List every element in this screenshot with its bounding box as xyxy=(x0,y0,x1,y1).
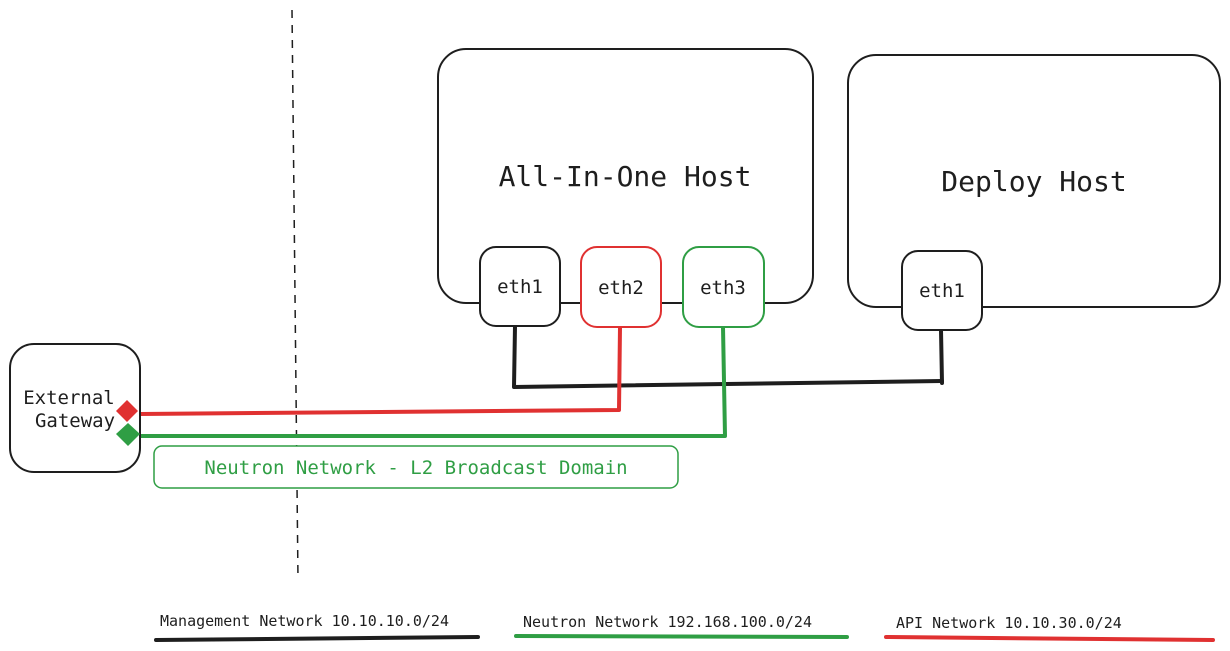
api-connector-diamond xyxy=(116,400,138,422)
aio-eth1-label: eth1 xyxy=(497,276,543,298)
all-in-one-host-title: All-In-One Host xyxy=(499,160,752,193)
deploy-host-box[interactable] xyxy=(847,54,1221,308)
legend-neutron-label: Neutron Network 192.168.100.0/24 xyxy=(523,613,812,631)
boundary-dashed-line xyxy=(291,9,299,581)
aio-eth1-port[interactable] xyxy=(479,246,561,327)
aio-eth2-port[interactable] xyxy=(580,246,662,328)
legend: Management Network 10.10.10.0/24 Neutron… xyxy=(154,612,1215,642)
legend-api-label: API Network 10.10.30.0/24 xyxy=(896,614,1122,632)
legend-neutron-line xyxy=(514,634,849,639)
deploy-eth1-port[interactable] xyxy=(901,250,983,331)
neutron-broadcast-domain-box xyxy=(153,445,679,489)
api-network-link xyxy=(138,325,622,416)
external-gateway-label-line1: External xyxy=(23,387,115,409)
aio-eth3-label: eth3 xyxy=(700,277,746,299)
legend-api-line xyxy=(884,635,1215,642)
management-network-links xyxy=(512,324,944,389)
neutron-network-link xyxy=(138,325,727,438)
aio-eth3-port[interactable] xyxy=(682,246,765,328)
external-gateway-label-line2: Gateway xyxy=(35,410,115,432)
deploy-host-title: Deploy Host xyxy=(941,165,1126,198)
aio-eth2-label: eth2 xyxy=(598,277,644,299)
legend-management-label: Management Network 10.10.10.0/24 xyxy=(160,612,449,630)
deploy-eth1-label: eth1 xyxy=(919,280,965,302)
external-gateway-box[interactable] xyxy=(9,343,141,473)
neutron-connector-diamond xyxy=(116,423,140,446)
legend-management-line xyxy=(154,635,480,642)
neutron-broadcast-domain-label: Neutron Network - L2 Broadcast Domain xyxy=(204,457,627,479)
